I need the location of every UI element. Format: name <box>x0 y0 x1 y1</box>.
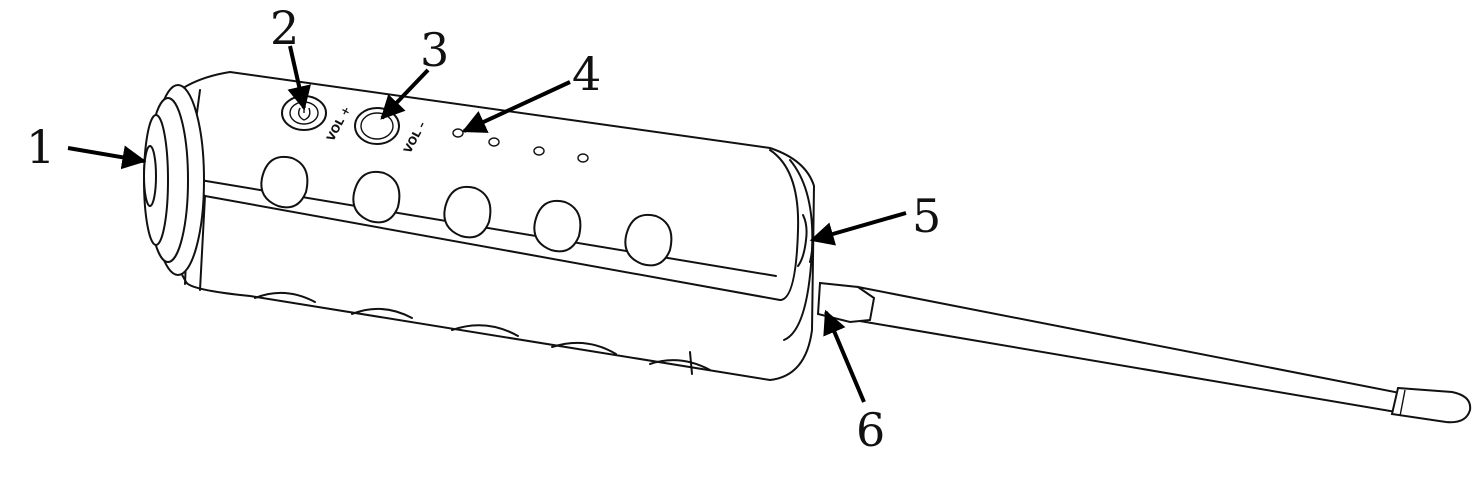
antenna <box>816 281 1472 424</box>
arrow-6 <box>823 309 866 403</box>
arrow-2 <box>287 45 311 111</box>
side-bumps <box>260 156 673 267</box>
callout-6: 6 <box>856 403 885 457</box>
arrow-4 <box>461 80 571 133</box>
arrow-3 <box>380 68 430 120</box>
callout-4: 4 <box>572 47 601 101</box>
left-end-connector <box>143 84 205 276</box>
callout-5: 5 <box>912 189 941 243</box>
callout-1: 1 <box>26 120 55 174</box>
arrow-5 <box>809 211 907 246</box>
arrow-1 <box>67 145 147 170</box>
callout-arrows <box>67 45 907 403</box>
callout-3: 3 <box>420 23 449 77</box>
callout-2: 2 <box>270 1 299 55</box>
volume-button <box>354 107 400 145</box>
led-indicators <box>452 128 589 163</box>
